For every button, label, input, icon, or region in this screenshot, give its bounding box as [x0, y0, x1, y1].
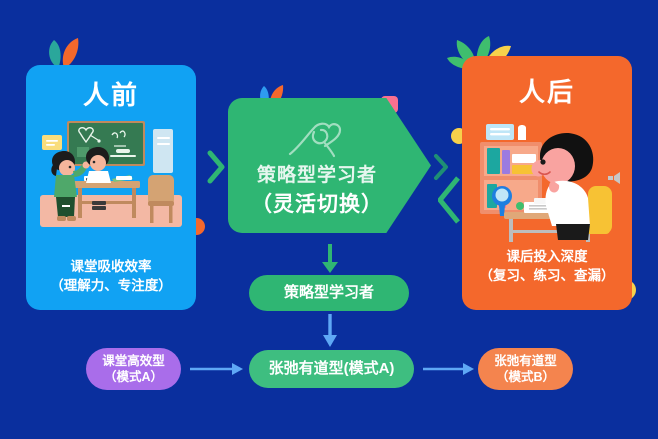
pill-classroom-efficient-mode-a[interactable]: 课堂高效型 （模式A）: [86, 348, 181, 390]
center-card-line2: （灵活切换）: [251, 193, 383, 216]
arrow-down-to-mode-a-pill: [323, 314, 337, 347]
pill-balanced-mode-b[interactable]: 张弛有道型 （模式B）: [478, 348, 573, 390]
pill-balanced-mode-a[interactable]: 张弛有道型(模式A): [249, 350, 414, 388]
study-desk-scene: [480, 124, 620, 242]
arrow-down-to-strategy-pill: [322, 244, 338, 273]
classroom-scene: [40, 121, 182, 227]
center-card-line1: 策略型学习者: [256, 165, 377, 186]
chevron-left-to-center: [207, 150, 225, 184]
card-before-public: 人前 课堂吸收效率 （理解力、专注度）: [26, 65, 196, 310]
arrow-center-pill-to-right-pill: [423, 363, 474, 375]
leaf-decoration-left-card: [49, 38, 79, 68]
card-strategic-learner: 策略型学习者 （灵活切换）: [228, 98, 431, 233]
card-after-private: 人后 课后投入深度 （复习、练习、查漏）: [462, 56, 632, 310]
teal-bracket-decoration: [438, 176, 460, 224]
pill-strategic-learner[interactable]: 策略型学习者: [249, 275, 409, 311]
arrow-left-pill-to-center-pill: [190, 363, 243, 375]
right-card-caption: 课后投入深度 （复习、练习、查漏）: [479, 248, 615, 284]
left-card-caption: 课堂吸收效率 （理解力、专注度）: [50, 258, 172, 294]
right-card-title: 人后: [518, 77, 575, 107]
heart-ribbon-icon: [288, 122, 342, 158]
left-card-title: 人前: [82, 80, 139, 110]
chevron-center-to-right: [434, 154, 448, 180]
